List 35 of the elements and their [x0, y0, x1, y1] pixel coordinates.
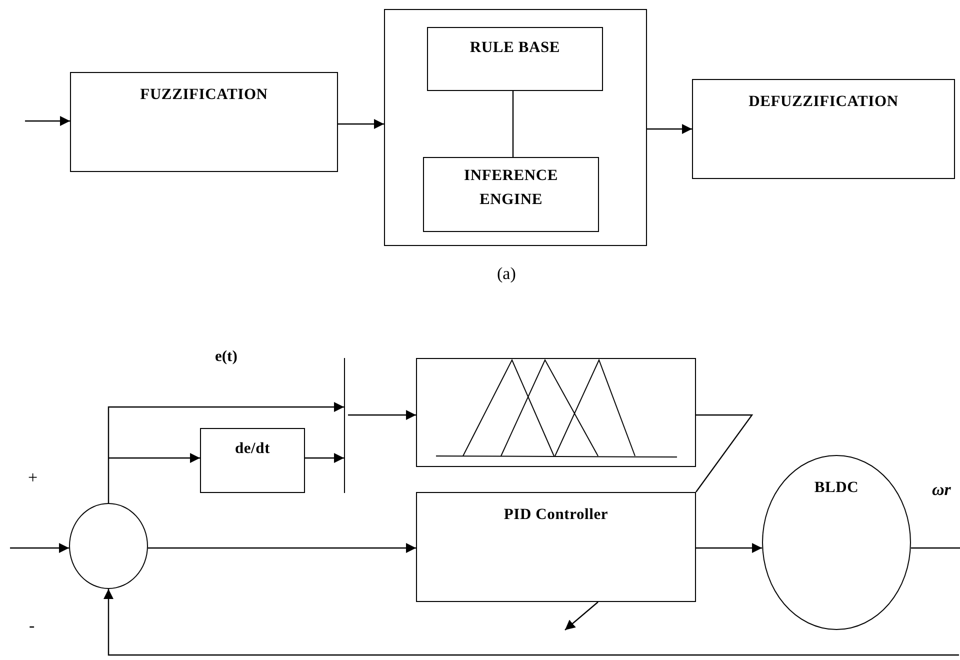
process-box: [70, 72, 338, 172]
box-label: INFERENCE ENGINE: [463, 166, 559, 210]
arrow: [348, 410, 416, 420]
diagram-label: e(t): [215, 349, 238, 364]
arrow: [647, 124, 692, 134]
arrow: [696, 543, 762, 553]
fuzzy-inference-box: [384, 9, 647, 246]
process-box: [427, 27, 603, 91]
box-label: BLDC: [813, 478, 860, 498]
box-label: de/dt: [234, 439, 272, 459]
arrow: [338, 119, 384, 129]
box-label: RULE BASE: [468, 38, 562, 58]
arrow: [25, 116, 70, 126]
diagram-label: ωr: [932, 481, 951, 498]
process-box: [423, 157, 599, 232]
arrow: [305, 453, 344, 463]
membership-function-box: [416, 358, 696, 467]
box-label: FUZZIFICATION: [139, 85, 269, 105]
arrow: [148, 543, 416, 553]
arrow: [108, 453, 200, 463]
process-box: [416, 492, 696, 602]
summing-junction: [69, 503, 148, 589]
arrow: [108, 402, 344, 503]
process-box: [692, 79, 955, 179]
arrow: [10, 543, 69, 553]
diagram-label: +: [28, 469, 38, 486]
process-box: [200, 428, 305, 493]
arrow: [104, 589, 959, 656]
diagram-label: (a): [497, 265, 516, 282]
arrow: [564, 602, 598, 630]
mux-bar: [344, 358, 348, 493]
box-label: PID Controller: [502, 505, 610, 525]
diagram-label: -: [29, 617, 35, 634]
box-label: DEFUZZIFICATION: [748, 92, 900, 112]
process-box: [762, 455, 911, 630]
